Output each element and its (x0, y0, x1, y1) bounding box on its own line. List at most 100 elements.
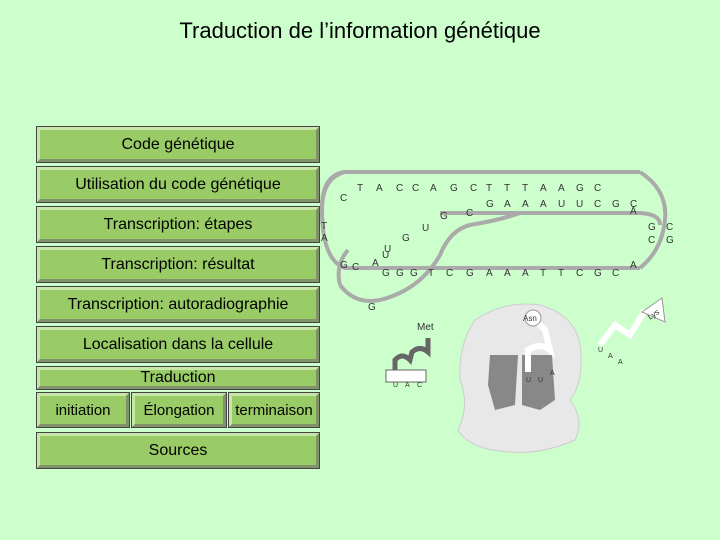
base: T (321, 221, 327, 232)
base: U (384, 244, 391, 255)
initiation-button[interactable]: initiation (36, 392, 130, 428)
trna-met-anticodon (385, 369, 427, 383)
ribosome-large-subunit (457, 303, 582, 453)
mrna-tail (336, 248, 350, 286)
base: T (486, 183, 492, 194)
base: A (522, 268, 529, 279)
base: C (612, 268, 619, 279)
utilisation-code-button[interactable]: Utilisation du code génétique (36, 166, 320, 203)
anticodon-base: U (526, 377, 531, 384)
trna-asn: Asn U U A (523, 309, 556, 384)
base: A (486, 268, 493, 279)
elongation-button[interactable]: Élongation (131, 392, 227, 428)
strand-left-letters: C T A G G (321, 193, 376, 313)
base: A (504, 199, 511, 210)
base: A (321, 233, 328, 244)
base: U (422, 223, 429, 234)
anticodon-base: A (608, 353, 613, 360)
ribosome (457, 303, 582, 453)
base: C (412, 183, 419, 194)
base: C (576, 268, 583, 279)
base: G (410, 268, 418, 279)
anticodon-base: U (393, 382, 398, 389)
base: A (540, 183, 547, 194)
transcription-resultat-button[interactable]: Transcription: résultat (36, 246, 320, 283)
base: G (648, 222, 656, 233)
base: C (352, 262, 359, 273)
base: G (666, 235, 674, 246)
base: G (594, 268, 602, 279)
anticodon-base: U (598, 347, 603, 354)
base: A (630, 206, 637, 217)
trna-met: Met U A C (385, 322, 434, 389)
strand-right-letters: A G C C G A (630, 206, 674, 271)
base: C (396, 183, 403, 194)
base: C (594, 199, 601, 210)
localisation-cellule-button[interactable]: Localisation dans la cellule (36, 326, 320, 363)
base: A (540, 199, 547, 210)
trna-met-body (392, 338, 431, 380)
base: G (340, 260, 348, 271)
base: U (558, 199, 565, 210)
base: A (372, 258, 379, 269)
base: A (522, 199, 529, 210)
base: T (540, 268, 546, 279)
base: G (402, 233, 410, 244)
strand-top-letters: T A C C A G C T T T A A G C (357, 183, 601, 194)
base: A (630, 260, 637, 271)
base: C (594, 183, 601, 194)
base: A (558, 183, 565, 194)
base: G (486, 199, 494, 210)
base: C (466, 208, 473, 219)
base: G (368, 302, 376, 313)
anticodon-base: U (538, 377, 543, 384)
trna-asn-body (525, 317, 556, 372)
dna-inner-strand (440, 211, 662, 226)
base: C (470, 183, 477, 194)
asn-label: Asn (523, 314, 537, 323)
base: G (450, 183, 458, 194)
base: C (630, 199, 637, 210)
anticodon-base: A (550, 370, 555, 377)
transcription-autoradiographie-button[interactable]: Transcription: autoradiographie (36, 286, 320, 323)
met-label: Met (417, 322, 434, 333)
page-title: Traduction de l’information génétique (179, 18, 541, 43)
base: T (504, 183, 510, 194)
strand-mid-letters: C G A A A U U C G C (466, 199, 637, 219)
base: A (430, 183, 437, 194)
base: C (648, 235, 655, 246)
base: G (466, 268, 474, 279)
base: C (666, 222, 673, 233)
base: C (446, 268, 453, 279)
sources-button[interactable]: Sources (36, 432, 320, 469)
base: A (376, 183, 383, 194)
terminaison-button[interactable]: terminaison (228, 392, 320, 428)
base: C (340, 193, 347, 204)
base: T (428, 268, 434, 279)
transcription-etapes-button[interactable]: Transcription: étapes (36, 206, 320, 243)
trna-lys: Lys U A A (597, 297, 666, 366)
base: T (558, 268, 564, 279)
dna-outer-loop (319, 170, 640, 270)
dna-right-bend (638, 170, 668, 270)
base: A (504, 268, 511, 279)
trna-lys-body (597, 308, 648, 347)
base: G (576, 183, 584, 194)
base: G (396, 268, 404, 279)
base: T (357, 183, 363, 194)
anticodon-base: A (405, 382, 410, 389)
asn-amino-acid (524, 309, 542, 327)
base: T (522, 183, 528, 194)
strand-low-letters: G U G G T C G A A A T T C G C (382, 250, 619, 279)
base: U (382, 250, 389, 261)
ribosome-site-p (488, 355, 518, 410)
code-genetique-button[interactable]: Code génétique (36, 126, 320, 163)
dna-left-bend (319, 170, 346, 216)
anticodon-base: C (417, 382, 422, 389)
anticodon-base: A (618, 359, 623, 366)
base: G (612, 199, 620, 210)
mrna-strand (338, 211, 521, 303)
base: U (576, 199, 583, 210)
traduction-button[interactable]: Traduction (36, 366, 320, 390)
